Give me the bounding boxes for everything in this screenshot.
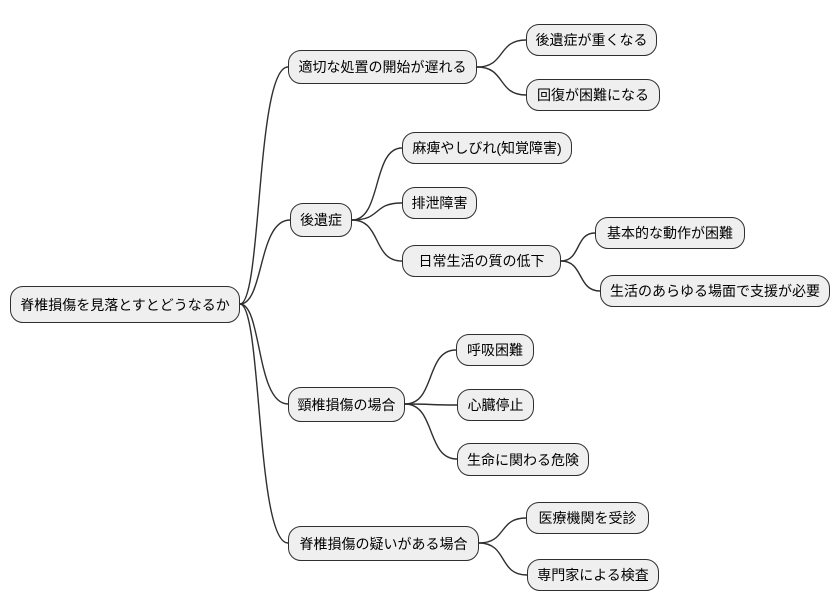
node-delayed-treatment: 適切な処置の開始が遅れる [288, 50, 477, 84]
node-daily-life-quality-decline: 日常生活の質の低下 [402, 245, 561, 277]
node-visit-medical-institution: 医療機関を受診 [526, 502, 649, 534]
node-recovery-difficult: 回復が困難になる [526, 79, 660, 111]
node-cervical-injury-case: 頸椎損傷の場合 [288, 387, 405, 422]
node-basic-actions-difficult: 基本的な動作が困難 [595, 217, 745, 249]
edge-aftereffects-to-excretion [351, 202, 403, 221]
node-aftereffect-severe: 後遺症が重くなる [526, 24, 657, 56]
edge-root-to-suspected-injury [239, 303, 289, 544]
node-aftereffects: 後遺症 [290, 203, 352, 237]
edge-cervical-to-danger [404, 403, 458, 460]
edge-suspected-to-specialist [478, 542, 528, 576]
node-cardiac-arrest: 心臓停止 [457, 389, 534, 421]
node-root: 脊椎損傷を見落とすとどうなるか [10, 286, 240, 323]
node-support-needed-everywhere: 生活のあらゆる場面で支援が必要 [600, 275, 830, 307]
edge-daily-life-to-basic-actions [560, 232, 596, 262]
edge-root-to-aftereffects [239, 219, 291, 305]
edge-cervical-to-breathing [404, 349, 457, 405]
node-specialist-examination: 専門家による検査 [527, 559, 659, 591]
edge-aftereffects-to-daily-life [351, 219, 403, 262]
edge-delayed-to-severe [476, 39, 527, 68]
node-life-threatening-danger: 生命に関わる危険 [457, 443, 589, 476]
edge-delayed-to-recovery [476, 66, 527, 96]
edge-aftereffects-to-paralysis [351, 147, 403, 221]
node-suspected-spinal-injury-case: 脊椎損傷の疑いがある場合 [288, 526, 479, 561]
edge-daily-life-to-support [560, 260, 601, 292]
node-paralysis-numbness: 麻痺やしびれ(知覚障害) [402, 132, 572, 164]
edge-root-to-delayed-treatment [239, 66, 289, 305]
edge-suspected-to-medical [478, 517, 527, 544]
node-excretion-disorder: 排泄障害 [402, 187, 477, 219]
edge-cervical-to-cardiac [404, 403, 458, 406]
edge-root-to-cervical-injury [239, 303, 289, 405]
node-breathing-difficulty: 呼吸困難 [456, 334, 534, 366]
